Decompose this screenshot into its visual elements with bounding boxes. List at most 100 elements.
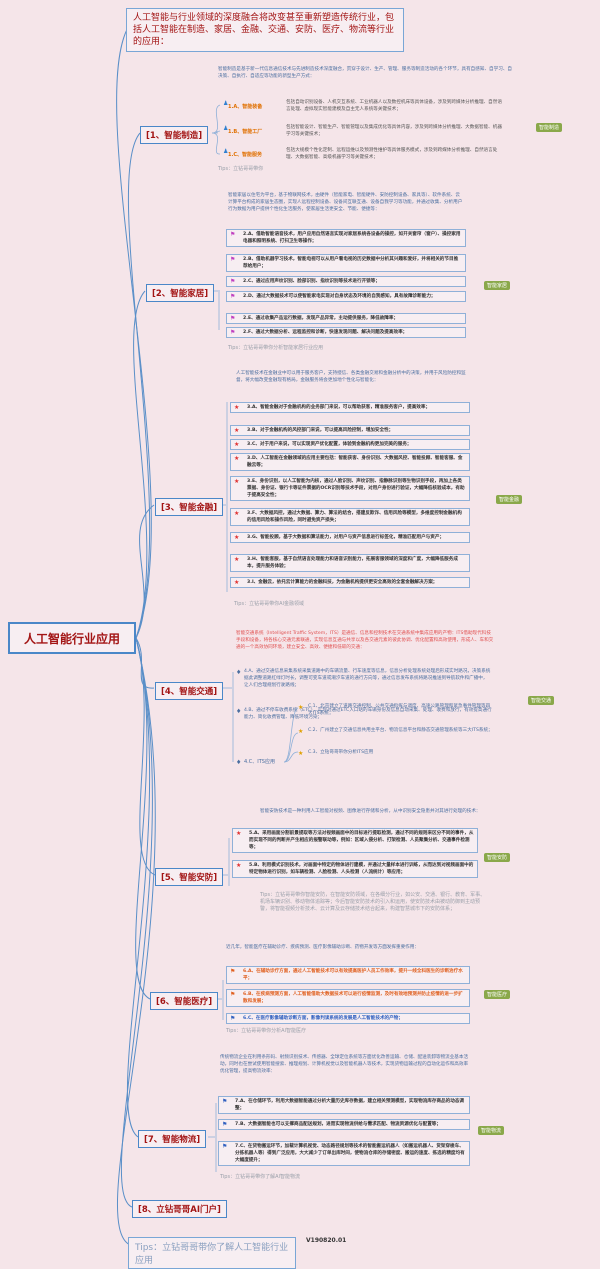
star-icon: ★ [236, 830, 242, 837]
section-3-item-g[interactable]: ★3.G、智能投顾，基于大数据和算法能力，对用户与资产信息进行标签化，精准匹配用… [230, 532, 470, 543]
intro-box: 人工智能与行业领域的深度融合将改变甚至重新塑造传统行业，包括人工智能在制造、家居… [126, 8, 404, 52]
root-node[interactable]: 人工智能行业应用 [8, 622, 136, 654]
flag-icon: ⚑ [230, 968, 236, 975]
section-2-desc: 智能家居以住宅为平台，基于物联网技术，由硬件（智能家电、智能硬件、安防控制设备、… [228, 193, 463, 212]
star-icon: ★ [298, 704, 304, 711]
item-label: 1.C、智能服务 [228, 152, 263, 158]
star-icon: ★ [234, 427, 240, 434]
flag-icon: ⚑ [222, 1098, 228, 1105]
section-4-item-c[interactable]: ♦4.C、ITS应用 [236, 759, 275, 766]
section-2-title[interactable]: [2、智能家居] [146, 284, 215, 302]
section-3-title[interactable]: [3、智能金融] [155, 498, 224, 516]
section-1-item-a[interactable]: ♟ 1.A、智能装备 包括自动识别设备、人机交互系统、工业机器人以及数控机床等具… [220, 99, 502, 113]
section-4-item-b[interactable]: ♦4.B、通过不停车收费系统（ETC），实现对通过ETC入口站的车辆身份及信息自… [236, 708, 492, 720]
star-icon: ★ [234, 534, 240, 541]
flag-icon: ⚑ [230, 1015, 236, 1022]
section-4-sub-c2[interactable]: ★C.2、广州建立了交通信息共用主平台、物流信息平台和静态交通管理系统等三大IT… [298, 728, 493, 735]
section-5-title[interactable]: [5、智能安防] [155, 868, 224, 886]
flag-icon: ⚑ [230, 256, 236, 263]
star-icon: ★ [298, 728, 304, 735]
section-3-tag: 智能金融 [496, 495, 523, 504]
section-1-item-b[interactable]: ♟ 1.B、智能工厂 包括智能设计、智能生产、智能管理以及集成优化等具体内容，涉… [220, 124, 502, 138]
section-7-item-c[interactable]: ⚑7.C、在货物搬运环节，加载计算机视觉、动态路径规划等技术的智能搬运机器人（如… [218, 1141, 470, 1166]
version-label: V190820.01 [306, 1237, 347, 1244]
section-7-title[interactable]: [7、智能物流] [138, 1130, 207, 1148]
section-3-item-a[interactable]: ★3.A、智能金融对于金融机构的业务部门来说，可以帮助获客，精准服务客户，提高效… [230, 402, 470, 413]
star-icon: ★ [234, 579, 240, 586]
section-6-desc: 近几年，智能医疗在辅助诊疗、疾病预测、医疗影像辅助诊断、药物开发等方面发挥重要作… [226, 945, 419, 950]
section-3-item-f[interactable]: ★3.F、大数据风控，通过大数据、算力、算法的结合，搭建反欺诈、信用风险等模型，… [230, 508, 470, 526]
bullet-icon: ♦ [236, 708, 242, 715]
section-2-item-b[interactable]: ⚑2.B、借助机器学习技术，智能电视可以从用户看电视的历史数据中分析其兴趣和爱好… [226, 254, 466, 272]
section-2-tag: 智能家居 [484, 281, 511, 290]
section-3-item-e[interactable]: ★3.E、身份识别，以人工智能为内核，通过人脸识别、声纹识别、指静脉识别等生物识… [230, 476, 470, 501]
section-1-tag: 智能制造 [536, 123, 563, 132]
star-icon: ★ [234, 455, 240, 462]
flag-icon: ⚑ [222, 1121, 228, 1128]
star-icon: ★ [234, 441, 240, 448]
section-5-tag: 智能安防 [484, 853, 511, 862]
flag-icon: ⚑ [230, 315, 236, 322]
section-2-item-f[interactable]: ⚑2.F、通过大数据分析、远程监控和诊断，快速发现问题、解决问题及提高效率； [226, 327, 466, 338]
item-text: 包括自动识别设备、人机交互系统、工业机器人以及数控机床等具体设备，涉及到跨媒体分… [286, 100, 502, 112]
section-6-tag: 智能医疗 [484, 990, 511, 999]
section-4-item-a[interactable]: ♦4.A、通过交通信息采集系统采集道路中的车辆流量、行车速度等信息，信息分析处理… [236, 669, 491, 688]
section-4-desc: 智能交通系统（Intelligent Traffic System，ITS）是通… [236, 631, 494, 650]
final-tip: Tips：立钻哥哥带你了解人工智能行业应用 [128, 1237, 296, 1269]
section-7-item-b[interactable]: ⚑7.B、大数据智能也可以支撑商品配送规划，进而实现物流供给与需求匹配、物流资源… [218, 1119, 470, 1130]
star-icon: ★ [234, 478, 240, 485]
person-icon: ♟ [223, 100, 229, 107]
flag-icon: ⚑ [230, 991, 236, 998]
flag-icon: ⚑ [230, 231, 236, 238]
section-4-sub-c3[interactable]: ★C.3、立钻哥哥带你分析ITS应用 [298, 750, 374, 757]
section-2-item-a[interactable]: ⚑2.A、借助智能语音技术，用户应用自然语言实现对家居系统各设备的操控，如开关窗… [226, 229, 466, 247]
section-5-desc: 智能安防技术是一种利用人工智能对视频、图像进行存储和分析，从中识别安全隐患并对其… [260, 809, 481, 814]
person-icon: ♟ [223, 125, 229, 132]
section-2-item-c[interactable]: ⚑2.C、通过应用声纹识别、脸部识别、指纹识别等技术进行开锁等； [226, 276, 466, 287]
section-3-desc: 人工智能技术在金融业中可以用于服务客户，支持授信、各类金融交易和金融分析中的决策… [236, 371, 466, 383]
item-label: 1.A、智能装备 [228, 104, 263, 110]
section-5-tip: Tips：立钻哥哥带你智能安防，在智能安防领域，在各细分行业，如公安、交通、银行… [260, 892, 486, 912]
section-5-item-b[interactable]: ★5.B、利用模式识别技术，对画面中特定的物体进行建模，并通过大量样本进行训练，… [232, 860, 478, 878]
section-1-desc: 智能制造是基于新一代信息通信技术与先进制造技术深度融合，贯穿于设计、生产、管理、… [218, 67, 513, 79]
star-icon: ★ [234, 510, 240, 517]
section-3-item-d[interactable]: ★3.D、人工智能在金融领域的应用主要包括：智能获客、身份识别、大数据风控、智能… [230, 453, 470, 471]
flag-icon: ⚑ [222, 1143, 228, 1150]
section-4-title[interactable]: [4、智能交通] [155, 682, 224, 700]
section-8-title[interactable]: [8、立钻哥哥AI门户] [132, 1200, 227, 1218]
flag-icon: ⚑ [230, 278, 236, 285]
section-3-item-b[interactable]: ★3.B、对于金融机构的风控部门来说，可以提高风险控制，增加安全性； [230, 425, 470, 436]
section-1-item-c[interactable]: ♟ 1.C、智能服务 包括大规模个性化定制、远程运维以及预测性维护等具体服务模式… [220, 147, 502, 161]
star-icon: ★ [234, 404, 240, 411]
section-1-title[interactable]: [1、智能制造] [140, 126, 209, 144]
section-3-item-c[interactable]: ★3.C、对于用户来说，可以实现资产优化配置，体验到金融机构更加完美的服务； [230, 439, 470, 450]
section-1-tip: Tips：立钻哥哥带你 [218, 166, 264, 172]
section-5-item-a[interactable]: ★5.A、采用画面分割前景提取等方法对视频画面中的目标进行提取检测，通过不同的规… [232, 828, 478, 853]
star-icon: ★ [234, 556, 240, 563]
bullet-icon: ♦ [236, 669, 242, 676]
section-3-tip: Tips：立钻哥哥带你AI金融领域 [234, 601, 304, 607]
star-icon: ★ [236, 862, 242, 869]
section-6-item-c[interactable]: ⚑6.C、在医疗影像辅助诊断方面，影像判读系统的发展是人工智能技术的产物； [226, 1013, 470, 1024]
item-text: 包括智能设计、智能生产、智能管理以及集成优化等具体内容，涉及到跨媒体分析推理、大… [286, 125, 502, 137]
section-4-tag: 智能交通 [528, 696, 555, 705]
item-label: 1.B、智能工厂 [228, 129, 263, 135]
section-2-tip: Tips：立钻哥哥带你分析智能家居行业应用 [228, 345, 324, 351]
flag-icon: ⚑ [230, 293, 236, 300]
section-7-tag: 智能物流 [478, 1126, 505, 1135]
flag-icon: ⚑ [230, 329, 236, 336]
bullet-icon: ♦ [236, 759, 242, 766]
section-7-item-a[interactable]: ⚑7.A、在仓储环节，利用大数据智能通过分析大量历史库存数据，建立相关预测模型，… [218, 1096, 470, 1114]
section-4-sub-c1[interactable]: ★C.1、北京建立了道路交通控制、公共交通指挥与调度、高速公路管理和紧急事件管理… [298, 704, 491, 716]
section-7-desc: 传统物流企业在利用条形码、射频识别技术、传感器、全球定位系统等方面优化改善运输、… [220, 1055, 469, 1074]
section-3-item-i[interactable]: ★3.I、金融云，依托云计算能力的金融科技，为金融机构提供更安全高效的全套金融解… [230, 577, 470, 588]
section-2-item-e[interactable]: ⚑2.E、通过收集产品运行数据，发现产品异常，主动提供服务，降低故障率； [226, 313, 466, 324]
section-6-title[interactable]: [6、智能医疗] [150, 992, 219, 1010]
section-6-item-b[interactable]: ⚑6.B、在疾病预测方面，人工智能借助大数据技术可以进行疫情监测，及时有效地预测… [226, 989, 470, 1007]
section-2-item-d[interactable]: ⚑2.D、通过大数据技术可以使智能家电实现对自身状态及环境的自我感知，具有故障诊… [226, 291, 466, 302]
section-3-item-h[interactable]: ★3.H、智能客服，基于自然语言处理能力和语音识别能力，拓展客服领域的深度和广度… [230, 554, 470, 572]
star-icon: ★ [298, 750, 304, 757]
item-text: 包括大规模个性化定制、远程运维以及预测性维护等具体服务模式，涉及到跨媒体分析推理… [286, 148, 498, 160]
section-6-item-a[interactable]: ⚑6.A、在辅助诊疗方面，通过人工智能技术可以有效提高医护人员工作效率，提升一线… [226, 966, 470, 984]
